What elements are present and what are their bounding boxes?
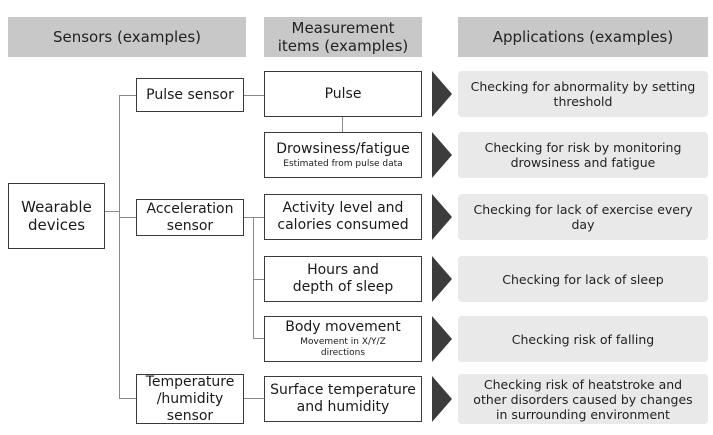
item-surface-temp-label: Surface temperature and humidity <box>270 382 416 415</box>
item-pulse: Pulse <box>264 71 422 117</box>
application-heatstroke: Checking risk of heatstroke and other di… <box>458 374 708 424</box>
arrow-icon <box>432 376 452 422</box>
connector-accel-spine <box>253 217 254 339</box>
header-sensors: Sensors (examples) <box>8 17 246 57</box>
item-drowsiness-note: Estimated from pulse data <box>283 158 403 169</box>
item-sleep: Hours and depth of sleep <box>264 256 422 302</box>
connector-accel-to-movement <box>253 338 264 339</box>
temperature-humidity-sensor-box: Temperature /humidity sensor <box>136 374 244 424</box>
connector-pulse-to-item <box>243 95 264 96</box>
connector-pulse-to-drowsiness <box>342 117 343 132</box>
connector-to-temp-sensor <box>119 398 136 399</box>
application-abnormality: Checking for abnormality by setting thre… <box>458 71 708 117</box>
item-activity-calories: Activity level and calories consumed <box>264 194 422 240</box>
connector-to-pulse-sensor <box>119 95 136 96</box>
application-drowsiness-risk: Checking for risk by monitoring drowsine… <box>458 132 708 178</box>
connector-accel-to-sleep <box>253 279 264 280</box>
item-pulse-label: Pulse <box>324 85 362 102</box>
application-exercise: Checking for lack of exercise every day <box>458 194 708 240</box>
item-drowsiness-fatigue: Drowsiness/fatigue Estimated from pulse … <box>264 132 422 178</box>
arrow-icon <box>432 194 452 240</box>
application-falling: Checking risk of falling <box>458 316 708 362</box>
header-measurement-items: Measurement items (examples) <box>264 17 422 57</box>
header-applications: Applications (examples) <box>458 17 708 57</box>
connector-root-trunk <box>105 211 120 212</box>
application-sleep: Checking for lack of sleep <box>458 256 708 302</box>
arrow-icon <box>432 316 452 362</box>
connector-temp-to-item <box>243 398 264 399</box>
item-drowsiness-label: Drowsiness/fatigue <box>276 140 410 157</box>
arrow-icon <box>432 132 452 178</box>
connector-sensor-spine <box>119 95 120 398</box>
acceleration-sensor-box: Acceleration sensor <box>136 199 244 236</box>
item-sleep-label: Hours and depth of sleep <box>292 262 394 295</box>
item-body-movement-label: Body movement <box>285 319 401 335</box>
item-activity-label: Activity level and calories consumed <box>277 200 409 233</box>
arrow-icon <box>432 256 452 302</box>
pulse-sensor-box: Pulse sensor <box>136 78 244 112</box>
item-body-movement-note: Movement in X/Y/Z directions <box>300 337 386 358</box>
arrow-icon <box>432 71 452 117</box>
item-surface-temp-humidity: Surface temperature and humidity <box>264 376 422 422</box>
item-body-movement: Body movement Movement in X/Y/Z directio… <box>264 316 422 362</box>
connector-to-accel-sensor <box>119 217 136 218</box>
wearable-devices-box: Wearable devices <box>8 183 105 249</box>
